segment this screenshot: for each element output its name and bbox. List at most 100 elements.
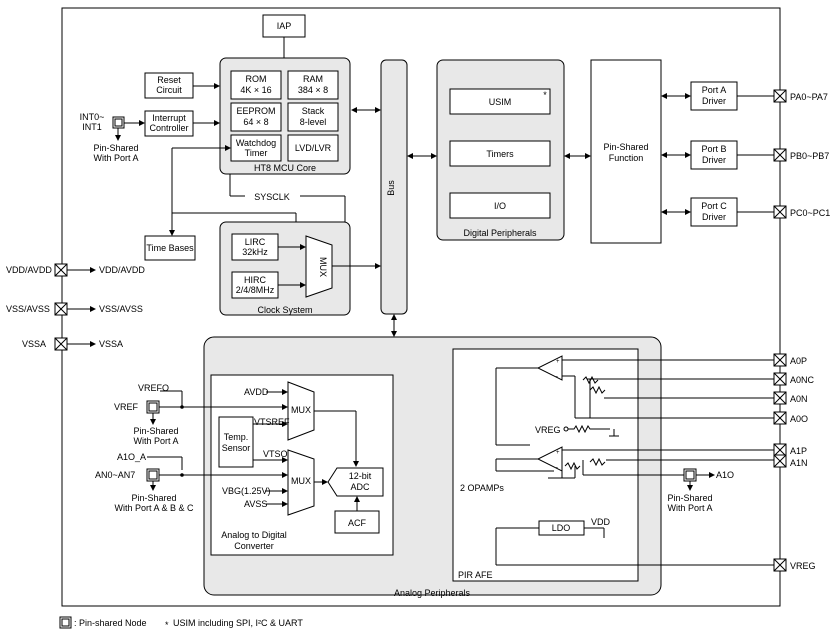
vtso-label: VTSO xyxy=(263,449,288,459)
legend-pin-shared-node-icon xyxy=(59,616,72,629)
opamp-0-icon xyxy=(536,355,563,381)
usim-block xyxy=(449,88,551,115)
pin-pb-icon xyxy=(773,148,787,162)
eeprom-block xyxy=(230,102,282,132)
legend-usim-star: * xyxy=(165,620,169,630)
pin-a0n-label: A0N xyxy=(790,394,808,404)
pin-vreg-icon xyxy=(773,558,787,572)
digital-peripherals-label: Digital Peripherals xyxy=(463,228,537,238)
int-pin-label-2: INT1 xyxy=(82,122,102,132)
reset-label: Reset xyxy=(157,75,181,85)
rom-label: ROM xyxy=(246,74,267,84)
int-pin-note: Pin-Shared xyxy=(93,143,138,153)
ram-block xyxy=(287,70,339,100)
interrupt-controller-block xyxy=(144,110,194,137)
sysclk-label: SYSCLK xyxy=(254,192,290,202)
vref-pin-shared-node-icon xyxy=(146,400,160,414)
pin-vssa-icon xyxy=(54,337,68,351)
a1o-note: Pin-Shared xyxy=(667,493,712,503)
pin-a0nc-label: A0NC xyxy=(790,375,815,385)
int-pin-label: INT0~ xyxy=(80,112,105,122)
vref-note: Pin-Shared xyxy=(133,426,178,436)
timers-label: Timers xyxy=(486,149,514,159)
int-pin-note-2: With Port A xyxy=(93,153,138,163)
rom-size: 4K × 16 xyxy=(240,85,271,95)
pin-a0p-icon xyxy=(773,353,787,367)
analog-peripherals-label: Analog Peripherals xyxy=(394,588,471,598)
pin-a0nc-icon xyxy=(773,372,787,386)
pin-a0o-label: A0O xyxy=(790,414,808,424)
adc-label-2: ADC xyxy=(350,482,370,492)
io-block xyxy=(449,192,551,219)
adc-group-label-2: Converter xyxy=(234,541,274,551)
an-note-2: With Port A & B & C xyxy=(114,503,194,513)
vssa-pin-label: VSSA xyxy=(22,339,46,349)
port-a-driver xyxy=(690,81,738,111)
vref-note-2: With Port A xyxy=(133,436,178,446)
clock-mux xyxy=(305,235,333,298)
rom-block xyxy=(230,70,282,100)
pin-vdd-icon xyxy=(54,263,68,277)
pin-shared-function-label-2: Function xyxy=(609,153,644,163)
watchdog-label-2: Timer xyxy=(245,148,268,158)
usim-label: USIM xyxy=(489,97,512,107)
time-bases-block xyxy=(144,235,196,261)
clock-system-label: Clock System xyxy=(257,305,312,315)
eeprom-label: EEPROM xyxy=(236,106,275,116)
vss-pin-label: VSS/AVSS xyxy=(6,304,50,314)
watchdog-label: Watchdog xyxy=(236,138,276,148)
timers-block xyxy=(449,140,551,167)
lvd-label: LVD/LVR xyxy=(295,143,332,153)
vrefo-label: VREFO xyxy=(138,383,169,393)
vss-signal: VSS/AVSS xyxy=(99,304,143,314)
iap-label: IAP xyxy=(277,21,292,31)
stack-label: Stack xyxy=(302,106,325,116)
pin-a1p-icon xyxy=(773,443,787,457)
an-note: Pin-Shared xyxy=(131,493,176,503)
usim-asterisk: * xyxy=(543,90,547,100)
opamp-0-plus: + xyxy=(556,359,560,365)
pir-afe-group xyxy=(452,348,639,582)
pin-vss-icon xyxy=(54,302,68,316)
hirc-freq: 2/4/8MHz xyxy=(236,285,275,295)
a1o-label: A1O xyxy=(716,470,734,480)
pin-a1p-label: A1P xyxy=(790,446,807,456)
vssa-signal: VSSA xyxy=(99,339,123,349)
pin-pc-label: PC0~PC1 xyxy=(790,208,830,218)
opamp-1-plus: + xyxy=(556,450,560,456)
pin-a1n-label: A1N xyxy=(790,458,808,468)
lirc-block xyxy=(231,233,279,261)
adc-block xyxy=(327,467,384,497)
an-pin-label: AN0~AN7 xyxy=(95,470,135,480)
legend-usim-note: USIM including SPI, I²C & UART xyxy=(173,618,303,628)
pin-a0o-icon xyxy=(773,411,787,425)
vdd-signal: VDD/AVDD xyxy=(99,265,145,275)
port-b-label: Port B xyxy=(701,144,726,154)
vref-label: VREF xyxy=(114,402,139,412)
pin-a0n-icon xyxy=(773,391,787,405)
interrupt-label: Interrupt xyxy=(152,113,186,123)
opamp-1-icon xyxy=(536,446,563,472)
time-bases-label: Time Bases xyxy=(146,243,194,253)
pin-pa-label: PA0~PA7 xyxy=(790,92,828,102)
ram-size: 384 × 8 xyxy=(298,85,328,95)
pin-a1n-icon xyxy=(773,454,787,468)
a1o-pin-shared-node-icon xyxy=(683,468,697,482)
port-b-label-2: Driver xyxy=(702,155,726,165)
temp-sensor-label-2: Sensor xyxy=(222,443,251,453)
port-a-label-2: Driver xyxy=(702,96,726,106)
ram-label: RAM xyxy=(303,74,323,84)
a1o-note-2: With Port A xyxy=(667,503,712,513)
port-c-label: Port C xyxy=(701,201,727,211)
pin-a0p-label: A0P xyxy=(790,356,807,366)
avdd-label: AVDD xyxy=(244,387,269,397)
opamp-0-minus: - xyxy=(556,374,558,380)
hirc-label: HIRC xyxy=(244,275,266,285)
lirc-label: LIRC xyxy=(245,237,266,247)
vreg-internal-label: VREG xyxy=(535,425,561,435)
adc-group-label: Analog to Digital xyxy=(221,530,287,540)
pin-pa-icon xyxy=(773,89,787,103)
adc-input-mux xyxy=(287,449,315,516)
bus-label: Bus xyxy=(386,180,396,196)
